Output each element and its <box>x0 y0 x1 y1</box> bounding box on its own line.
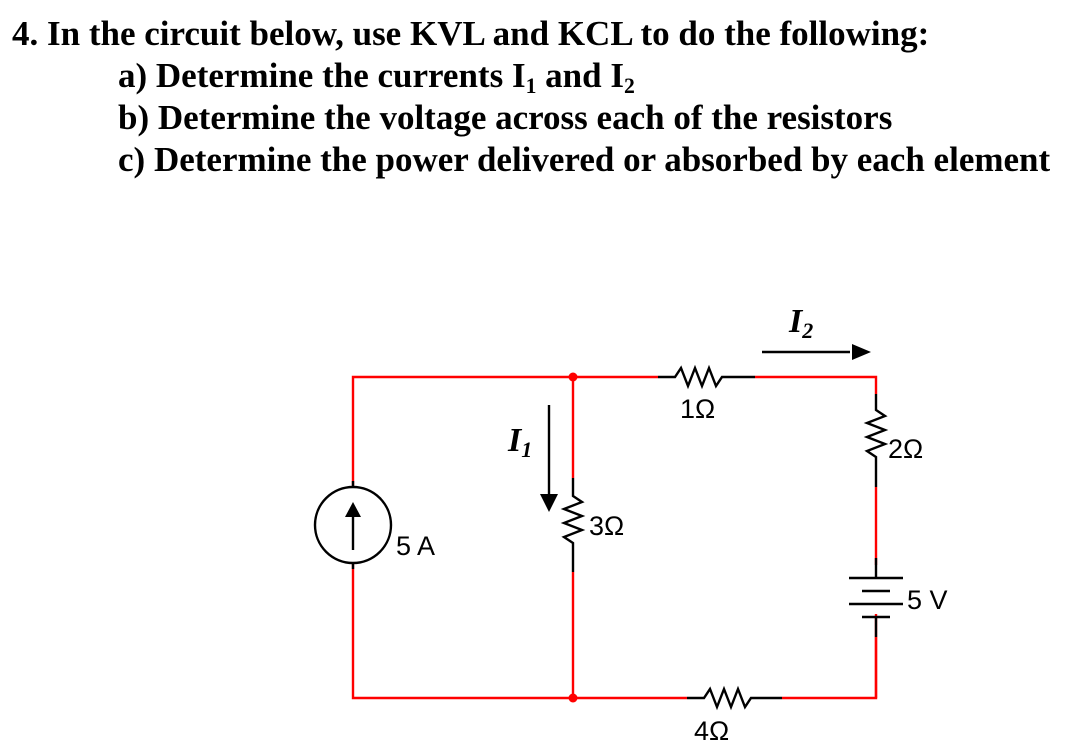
node-bottom-junction <box>568 693 578 703</box>
part-a-sub2: 2 <box>623 74 635 99</box>
current-i1-subscript: 1 <box>521 437 532 462</box>
current-source <box>313 481 393 569</box>
wire-top-right <box>755 375 878 394</box>
current-source-arrowhead <box>345 502 361 517</box>
resistor-4ohm <box>687 685 782 711</box>
part-b: b) Determine the voltage across each of … <box>118 98 893 137</box>
resistor-2ohm <box>863 394 889 487</box>
current-i1-symbol: I <box>507 422 523 459</box>
part-a: a) Determine the currents I1 and I2 <box>118 56 635 99</box>
current-i2-arrowhead <box>852 344 871 360</box>
current-i1-arrowhead <box>540 494 558 512</box>
current-i1-label: I1 <box>507 422 532 462</box>
resistor-1ohm-label: 1Ω <box>680 394 715 424</box>
node-top-junction <box>568 372 578 382</box>
resistor-3ohm-label: 3Ω <box>589 511 624 541</box>
part-c: c) Determine the power delivered or abso… <box>118 140 1051 179</box>
current-i2-label: I2 <box>788 303 813 343</box>
current-source-label: 5 A <box>396 531 435 561</box>
current-i2-symbol: I <box>788 303 804 340</box>
wire-bottom-right <box>782 614 878 700</box>
voltage-source <box>849 558 903 637</box>
resistor-4ohm-label: 4Ω <box>694 716 729 746</box>
resistor-3ohm <box>560 478 586 572</box>
wire-left-top <box>351 375 658 487</box>
resistor-2ohm-label: 2Ω <box>888 434 923 464</box>
current-i2-subscript: 2 <box>801 318 813 343</box>
part-a-mid: and I <box>536 56 624 95</box>
part-a-text: a) Determine the currents I <box>118 56 526 95</box>
problem-title: 4. In the circuit below, use KVL and KCL… <box>12 14 930 53</box>
resistor-1ohm <box>658 364 755 390</box>
part-a-sub1: 1 <box>525 74 537 99</box>
voltage-source-label: 5 V <box>907 585 948 615</box>
wire-left-bottom <box>351 563 687 700</box>
